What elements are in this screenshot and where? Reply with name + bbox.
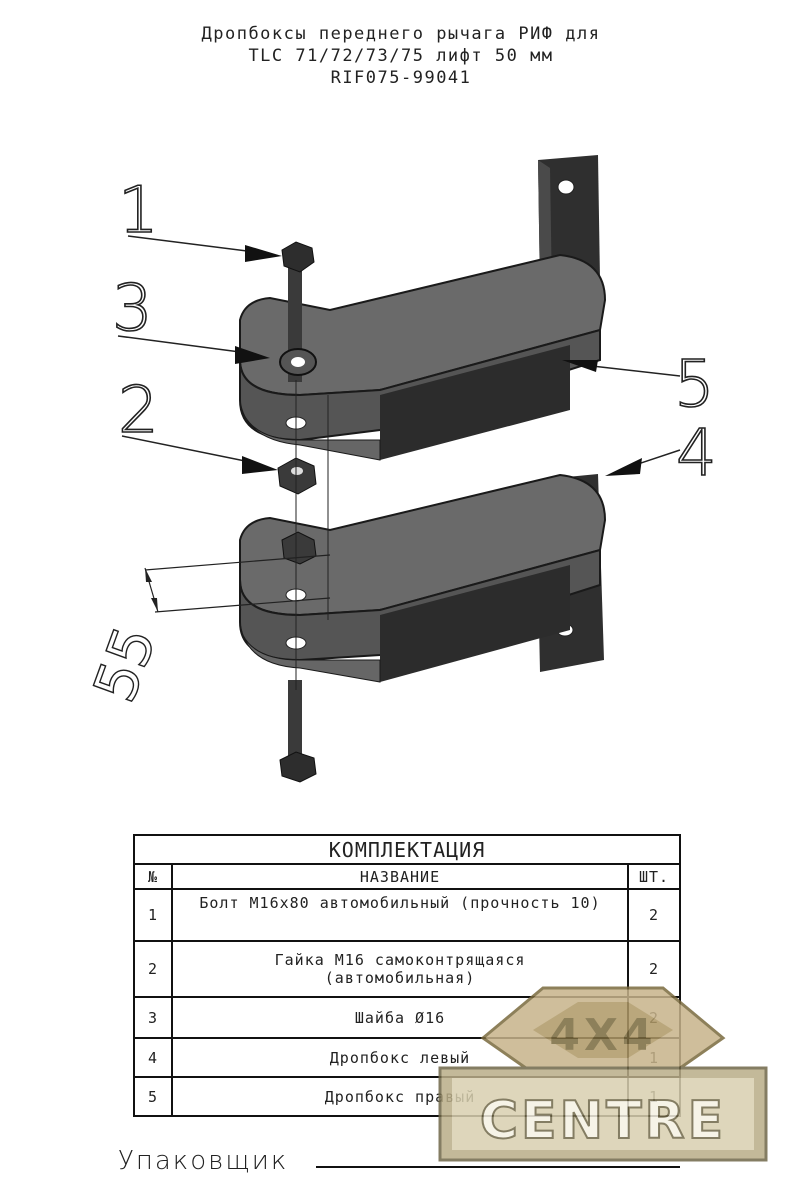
packer-signature-line [316, 1166, 680, 1168]
dropbox-left-illustration [239, 473, 607, 783]
row-number: 3 [133, 996, 173, 1039]
packer-label: Упаковщик [118, 1146, 289, 1176]
column-header-number: № [133, 863, 173, 890]
title-line-2: TLC 71/72/73/75 лифт 50 мм [248, 46, 554, 66]
callout-1: 1 [118, 174, 159, 248]
row-name-line-1: Гайка М16 самоконтрящаяся [274, 951, 526, 969]
row-number: 5 [133, 1076, 173, 1117]
callout-4: 4 [676, 417, 717, 491]
logo-badge-text: 4X4 [549, 1010, 656, 1061]
callout-5: 5 [674, 348, 715, 422]
4x4-centre-logo: 4X4 CENTRE [438, 986, 768, 1162]
row-qty: 2 [627, 888, 681, 942]
dimension-label: 55 [80, 618, 169, 711]
title-line-1: Дропбоксы переднего рычага РИФ для [201, 24, 601, 44]
row-name-line-2: (автомобильная) [324, 969, 476, 987]
logo-text: CENTRE [480, 1091, 726, 1151]
row-number: 2 [133, 940, 173, 998]
row-number: 4 [133, 1037, 173, 1078]
table-row: 1 Болт М16х80 автомобильный (прочность 1… [133, 888, 681, 942]
callout-3: 3 [112, 272, 153, 346]
row-number: 1 [133, 888, 173, 942]
column-header-qty: ШТ. [627, 863, 681, 890]
bolt-illustration [279, 241, 317, 382]
title-line-3: RIF075-99041 [330, 68, 472, 88]
row-name: Болт М16х80 автомобильный (прочность 10) [171, 888, 629, 942]
nut-illustration [277, 457, 317, 495]
column-header-name: НАЗВАНИЕ [171, 863, 629, 890]
dropbox-right-illustration [239, 155, 607, 461]
assembly-drawing: 55 1 2 3 4 5 [80, 155, 718, 783]
table-title: КОМПЛЕКТАЦИЯ [133, 834, 681, 865]
callout-2: 2 [118, 374, 159, 448]
